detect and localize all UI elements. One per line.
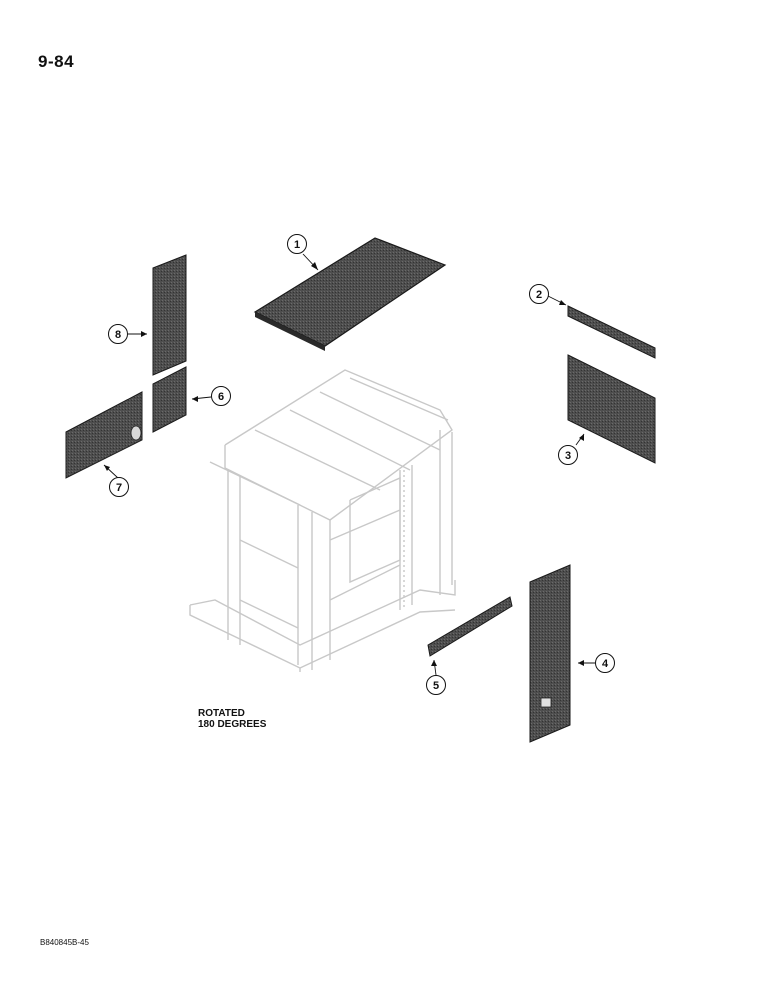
- callout-label-1: 1: [294, 239, 300, 251]
- panel-part-4-cutout: [540, 697, 552, 708]
- callout-label-4: 4: [602, 658, 609, 670]
- callout-label-2: 2: [536, 289, 542, 301]
- callout-label-5: 5: [433, 680, 439, 692]
- cab-frame: [189, 369, 456, 672]
- callout-8: 8: [108, 324, 128, 344]
- panel-part-4: [529, 564, 571, 743]
- panel-part-2: [567, 305, 656, 359]
- callout-1: 1: [287, 234, 307, 254]
- leader-arrowheads: [104, 262, 584, 666]
- rotation-note-line2: 180 DEGREES: [198, 719, 267, 730]
- callout-5: 5: [426, 675, 446, 695]
- callout-7: 7: [109, 477, 129, 497]
- callout-label-8: 8: [115, 329, 121, 341]
- callout-3: 3: [558, 445, 578, 465]
- page-number: 9-84: [38, 52, 75, 71]
- panel-part-5: [427, 596, 513, 657]
- callout-2: 2: [529, 284, 549, 304]
- callout-6: 6: [211, 386, 231, 406]
- panel-part-6: [152, 366, 187, 433]
- callout-label-3: 3: [565, 450, 571, 462]
- rotation-note: ROTATED 180 DEGREES: [198, 708, 266, 730]
- panel-part-7: [65, 391, 143, 479]
- rotation-note-line1: ROTATED: [198, 708, 245, 719]
- callout-label-7: 7: [116, 482, 122, 494]
- panel-part-7-hole: [130, 425, 142, 441]
- panel-part-1-edge: [255, 312, 325, 351]
- panel-part-3: [567, 354, 656, 464]
- panel-part-1: [253, 237, 447, 347]
- callout-4: 4: [595, 653, 615, 673]
- panel-part-8: [152, 254, 187, 376]
- document-code: B840845B-45: [40, 938, 89, 947]
- callout-label-6: 6: [218, 391, 224, 403]
